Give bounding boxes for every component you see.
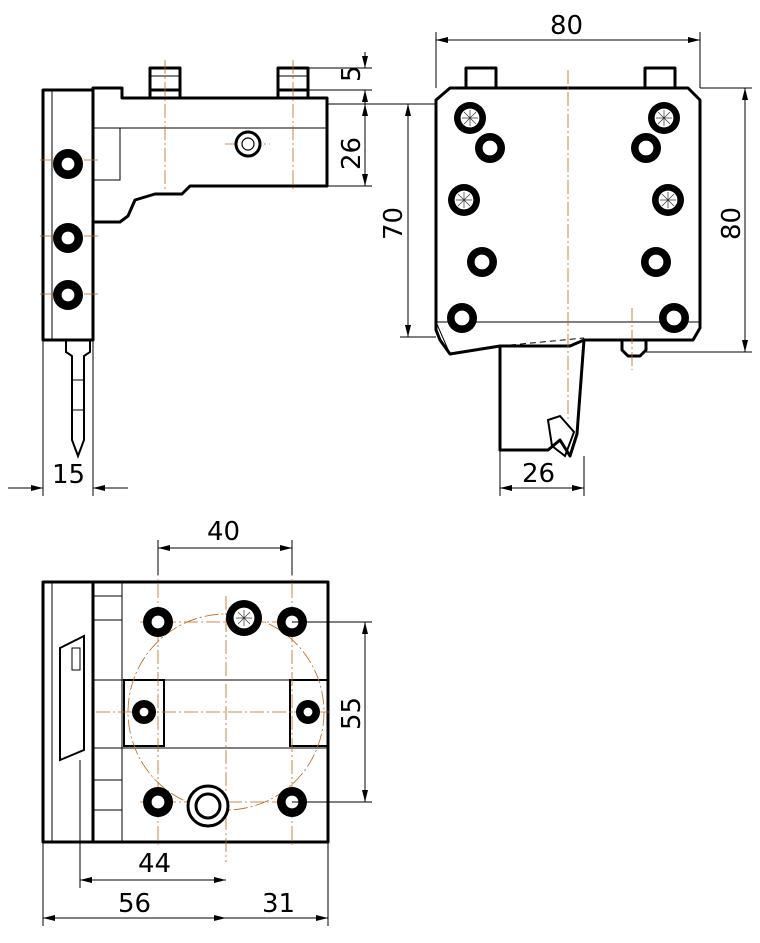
dim-plan-inner: 44 xyxy=(138,849,171,879)
front-screw-tl xyxy=(454,102,486,134)
side-hole-3 xyxy=(53,280,83,310)
side-hole-1 xyxy=(53,149,83,179)
plan-middle-band xyxy=(92,679,329,749)
plan-tool-slot xyxy=(59,634,85,762)
front-body xyxy=(434,86,702,356)
side-hole-2 xyxy=(53,223,83,253)
front-stud-right xyxy=(643,66,677,90)
side-tool-bit xyxy=(65,340,91,459)
dim-front-shank: 26 xyxy=(522,459,555,489)
dim-plan-left: 56 xyxy=(118,889,151,919)
plan-hole-mr xyxy=(296,700,320,724)
dim-front-width: 80 xyxy=(550,11,583,41)
front-hole-3 xyxy=(467,247,497,277)
side-view: 15 5 26 xyxy=(8,52,412,496)
front-hole-6 xyxy=(659,303,689,333)
plan-screw-top xyxy=(226,600,262,636)
plan-hole-ml xyxy=(132,700,156,724)
front-bottom-stud xyxy=(620,340,648,358)
front-screw-mr xyxy=(652,184,684,216)
front-screw-tr xyxy=(648,102,680,134)
front-hole-4 xyxy=(641,247,671,277)
plan-hole-tl xyxy=(143,607,173,637)
front-hole-1 xyxy=(475,133,505,163)
plan-boss-bottom xyxy=(186,784,230,828)
side-plate xyxy=(41,88,95,342)
front-stud-left xyxy=(464,66,498,90)
side-arm xyxy=(91,86,329,224)
plan-hole-bl xyxy=(143,787,173,817)
front-view: 80 70 80 26 xyxy=(379,11,752,496)
dim-front-right-height: 80 xyxy=(717,207,747,240)
dim-side-top: 5 xyxy=(337,65,367,82)
front-screw-ml xyxy=(448,184,480,216)
dim-side-height: 26 xyxy=(337,137,367,170)
plan-view: 40 55 44 56 31 xyxy=(41,517,372,926)
front-tool-tip xyxy=(546,414,576,458)
dim-front-left-height: 70 xyxy=(379,207,409,240)
dim-plan-top: 40 xyxy=(207,517,240,547)
front-hole-5 xyxy=(447,303,477,333)
dim-plan-right-offset: 31 xyxy=(262,889,295,919)
dim-side-width: 15 xyxy=(52,460,85,490)
front-hole-2 xyxy=(631,133,661,163)
dim-plan-right: 55 xyxy=(337,697,367,730)
